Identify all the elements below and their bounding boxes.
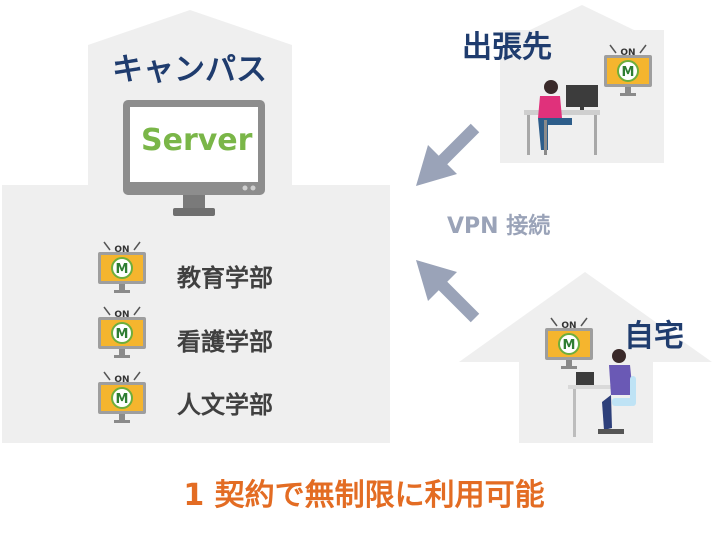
home-title: 自宅: [624, 319, 684, 354]
home-on-badge: ON: [561, 321, 576, 331]
vpn-arrow-upper: [416, 123, 480, 186]
department-on-badge: ON: [114, 375, 129, 385]
campus-title: キャンパス: [112, 52, 267, 88]
vpn-connection-label: VPN 接続: [447, 214, 551, 239]
server-monitor-icon: [123, 100, 265, 216]
department-on-badge: ON: [114, 245, 129, 255]
department-label: 教育学部: [177, 264, 273, 292]
department-label: 看護学部: [177, 328, 273, 356]
server-label: Server: [141, 123, 253, 158]
vpn-arrow-lower: [416, 260, 480, 323]
department-on-badge: ON: [114, 310, 129, 320]
man-at-desk-figure: [568, 349, 636, 437]
department-label: 人文学部: [177, 391, 273, 419]
business-trip-title: 出張先: [462, 30, 552, 65]
business-trip-on-badge: ON: [620, 48, 635, 58]
woman-at-desk-figure: [524, 80, 600, 155]
caption: 1 契約で無制限に利用可能: [183, 478, 545, 513]
